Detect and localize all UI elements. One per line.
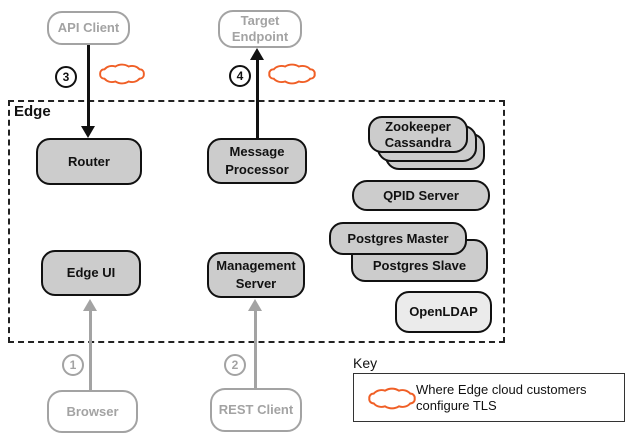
node-label: Postgres Slave bbox=[372, 258, 467, 273]
key-title: Key bbox=[353, 355, 378, 371]
step-circle-4: 4 bbox=[229, 65, 251, 87]
arrow-api-client-to-router-head bbox=[81, 126, 95, 138]
node-label: Message bbox=[229, 144, 285, 159]
arrow-message-processor-to-target-line bbox=[256, 59, 259, 138]
node-label: Target bbox=[240, 13, 280, 28]
node-rest-client: REST Client bbox=[210, 388, 302, 432]
arrow-rest-client-to-management-head bbox=[248, 299, 262, 311]
node-browser: Browser bbox=[47, 390, 138, 433]
arrow-message-processor-to-target-head bbox=[250, 48, 264, 60]
node-message-processor: Message Processor bbox=[207, 138, 307, 184]
node-api-client: API Client bbox=[47, 11, 130, 45]
key-legend-line1: Where Edge cloud customers bbox=[416, 382, 587, 397]
key-legend-line2: configure TLS bbox=[416, 397, 497, 413]
node-zookeeper-cassandra: Zookeeper Cassandra bbox=[368, 116, 468, 153]
node-label: Postgres Master bbox=[347, 230, 449, 246]
step-circle-2: 2 bbox=[224, 354, 246, 376]
arrow-browser-to-edge-ui-head bbox=[83, 299, 97, 311]
node-label: Endpoint bbox=[231, 29, 289, 44]
step-number: 4 bbox=[236, 69, 244, 83]
node-label: Router bbox=[68, 153, 110, 169]
node-label: Cassandra bbox=[384, 134, 452, 150]
node-openldap: OpenLDAP bbox=[395, 291, 492, 333]
step-number: 1 bbox=[69, 358, 77, 372]
tls-cloud-icon bbox=[368, 387, 416, 410]
tls-cloud-icon bbox=[99, 63, 145, 85]
node-label: API Client bbox=[57, 20, 120, 35]
node-label: QPID Server bbox=[383, 187, 459, 203]
arrow-rest-client-to-management-line bbox=[254, 311, 257, 388]
node-edge-ui: Edge UI bbox=[41, 250, 141, 296]
node-label: Zookeeper bbox=[385, 118, 451, 134]
node-label: Edge UI bbox=[66, 265, 116, 280]
node-router: Router bbox=[36, 138, 142, 185]
node-target-endpoint: Target Endpoint bbox=[218, 10, 302, 48]
node-label: REST Client bbox=[218, 402, 294, 417]
tls-cloud-icon bbox=[268, 63, 316, 85]
key-legend-text: Where Edge cloud customers configure TLS bbox=[416, 382, 587, 413]
node-label: Management bbox=[216, 258, 296, 273]
step-number: 2 bbox=[231, 358, 239, 372]
node-qpid-server: QPID Server bbox=[352, 180, 490, 211]
step-circle-3: 3 bbox=[55, 66, 77, 88]
arrow-api-client-to-router-line bbox=[87, 45, 90, 127]
node-management-server: Management Server bbox=[207, 252, 305, 298]
key-legend-box: Where Edge cloud customers configure TLS bbox=[353, 373, 625, 422]
edge-label: Edge bbox=[14, 103, 51, 120]
node-label: Browser bbox=[66, 403, 119, 419]
node-label: Processor bbox=[225, 162, 289, 177]
node-label: Server bbox=[235, 276, 277, 291]
node-label: OpenLDAP bbox=[409, 304, 478, 319]
step-circle-1: 1 bbox=[62, 354, 84, 376]
arrow-browser-to-edge-ui-line bbox=[89, 311, 92, 390]
step-number: 3 bbox=[62, 70, 70, 84]
node-postgres-master: Postgres Master bbox=[329, 222, 467, 255]
